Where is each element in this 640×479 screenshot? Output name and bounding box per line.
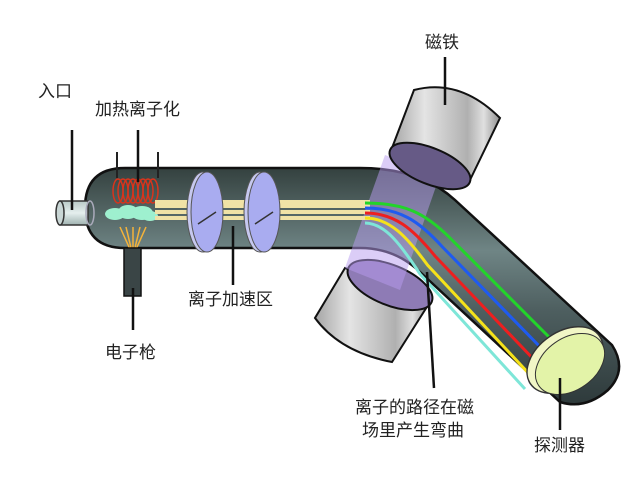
ion-path-green: [364, 201, 557, 345]
label-electron-gun: 电子枪: [105, 343, 156, 363]
ion-path-cyan: [364, 221, 527, 391]
ion-path-yellow: [364, 216, 534, 379]
ion-path-red: [364, 211, 542, 368]
ion-path-blue: [364, 206, 549, 356]
inlet-pipe: [55, 200, 95, 226]
accelerator-plate-1: [186, 171, 224, 253]
label-detector: 探测器: [534, 436, 585, 456]
detector: [526, 325, 606, 395]
label-ion-path-line1: 离子的路径在磁: [355, 398, 474, 418]
heater-coil: [112, 152, 159, 204]
label-ion-path-line2: 场里产生弯曲: [362, 421, 464, 441]
label-heating-ionization: 加热离子化: [95, 100, 180, 120]
ion-paths: [364, 201, 557, 391]
accelerator-plate-2: [243, 171, 281, 253]
label-ion-acceleration: 离子加速区: [188, 290, 273, 310]
upper-magnet: [388, 86, 502, 191]
leader-ion-path: [425, 271, 436, 389]
magnetic-field-region: [345, 155, 440, 290]
ion-cloud: [105, 205, 158, 221]
label-inlet: 入口: [38, 82, 72, 102]
label-magnet: 磁铁: [425, 33, 459, 53]
leader-lines: [70, 57, 562, 430]
